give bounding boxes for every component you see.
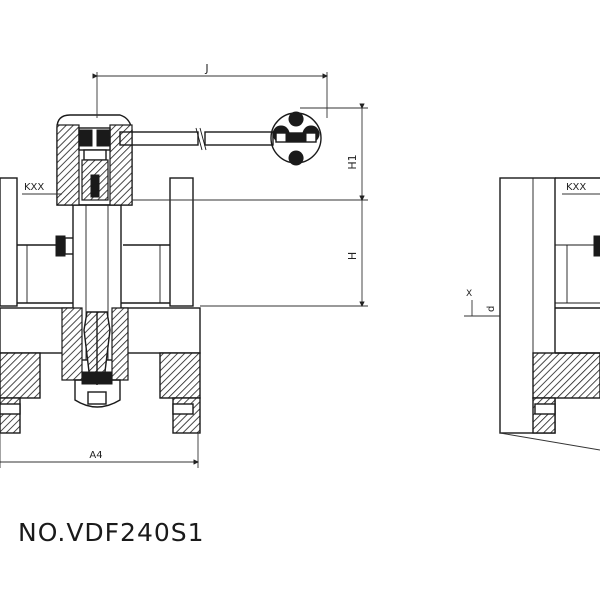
marker-kxx-left: KXX [22,182,62,195]
side-view: KXX X d [464,177,600,451]
dimension-height: H1 H [132,103,368,307]
left-flange-upper [0,177,18,307]
handle-lever [119,111,322,166]
label-j: J [204,62,208,75]
label-d: d [486,306,497,312]
dimension-j: J [92,62,328,118]
label-h: H [346,252,359,260]
label-h1: H1 [346,154,359,169]
side-bolt-right [593,235,600,257]
front-view: J H1 H KXX A4 [0,62,368,468]
valve-disc [61,307,129,408]
side-flange-outer [499,177,556,434]
model-number: NO.VDF240S1 [18,518,205,547]
right-flange-upper [169,177,194,307]
label-x: X [466,289,472,299]
label-kxx-right: KXX [566,182,586,193]
left-flange-section [0,352,41,434]
actuator-head [56,114,133,206]
right-flange-section [159,352,201,434]
dimension-a4: A4 [0,433,199,468]
label-a4: A4 [89,450,102,461]
side-bolt [55,235,66,257]
label-kxx-left: KXX [24,182,44,193]
